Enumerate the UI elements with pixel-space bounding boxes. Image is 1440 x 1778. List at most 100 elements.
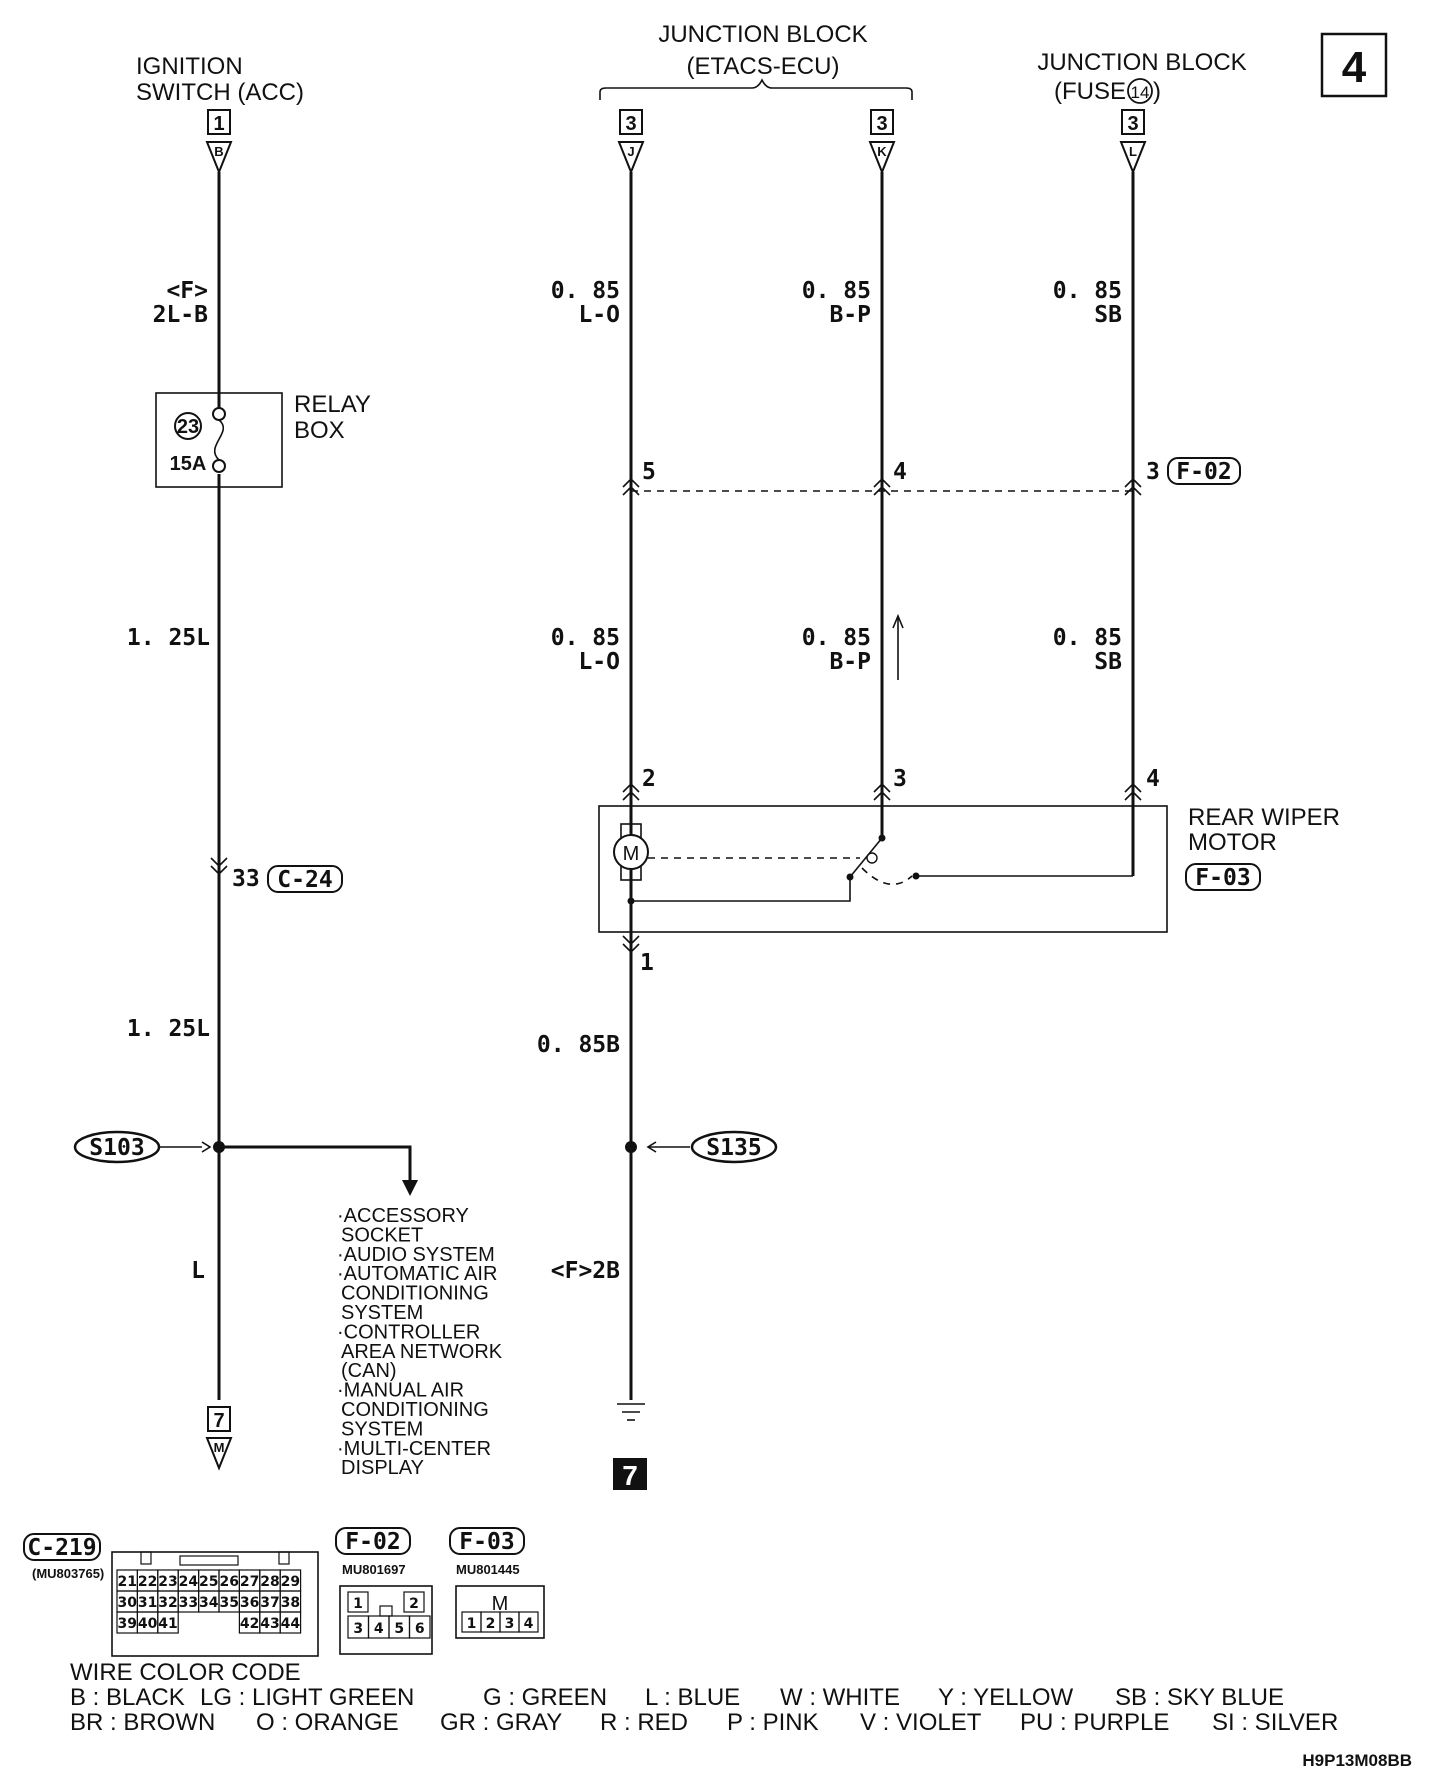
f03-pin: 4 <box>524 1616 534 1632</box>
c219-pin: 38 <box>281 1595 300 1611</box>
f02-label: F-02 <box>1176 459 1231 485</box>
s135-badge <box>690 1130 778 1164</box>
color-code-entry: O : ORANGE <box>256 1709 399 1736</box>
fuse-number: 23 <box>177 416 199 438</box>
accessory-list-item: SYSTEM <box>341 1302 423 1324</box>
c219-pin: 25 <box>199 1574 218 1590</box>
f02-cell <box>408 1615 431 1639</box>
c219-pin: 35 <box>219 1595 238 1611</box>
accessory-list-item: ·MULTI-CENTER <box>337 1438 491 1460</box>
color-code-entry: G : GREEN <box>483 1684 607 1711</box>
c24-badge <box>267 865 343 893</box>
c219-part: (MU803765) <box>32 1566 104 1581</box>
s135-node <box>625 1141 637 1153</box>
c219-pin: 41 <box>158 1616 177 1632</box>
k-color-a: B-P <box>829 302 871 328</box>
f03-pin: 1 <box>467 1616 477 1632</box>
ignition-end-connector-box <box>207 1406 231 1432</box>
s135-label: S135 <box>706 1135 761 1161</box>
f03-part: MU801445 <box>456 1562 520 1577</box>
ground-number: 7 <box>622 1460 638 1491</box>
c219-pin: 28 <box>260 1574 279 1590</box>
l-color-a: SB <box>1094 302 1122 328</box>
f02-pin: 5 <box>394 1621 404 1637</box>
accessory-list-item: SOCKET <box>341 1224 423 1246</box>
ignition-title-2: SWITCH (ACC) <box>136 79 304 106</box>
j-pin-mid: 5 <box>642 459 656 485</box>
f02-badge <box>1167 457 1241 485</box>
fuse-jb-title-2b: ) <box>1153 78 1161 105</box>
c219-pin: 40 <box>138 1616 158 1632</box>
junction-block-fuse-column: JUNCTION BLOCK (FUSE 14 ) 3 L 0. 85 SB 3… <box>1037 49 1247 876</box>
ignition-end-triangle <box>205 1437 233 1471</box>
k-gauge-a: 0. 85 <box>802 278 871 304</box>
junction-block-etacs-column-j: 3 J 0. 85 L-O 5 0. 85 L-O 2 <box>551 109 656 1400</box>
ground-wire: <F>2B <box>551 1258 620 1284</box>
color-code-entry: SB : SKY BLUE <box>1115 1684 1284 1711</box>
accessory-list-item: AREA NETWORK <box>341 1341 503 1363</box>
accessory-list-item: ·ACCESSORY <box>337 1205 469 1227</box>
accessory-list-item: CONDITIONING <box>341 1283 489 1305</box>
c219-pin: 22 <box>138 1574 157 1590</box>
fuse-jb-fuse-num: 14 <box>1131 83 1150 102</box>
fuse-jb-title-1: JUNCTION BLOCK <box>1037 49 1246 76</box>
ignition-wire-2: 1. 25L <box>127 625 210 651</box>
ignition-title-1: IGNITION <box>136 53 243 80</box>
sheet-number: 4 <box>1342 43 1367 92</box>
motor-symbol-letter: M <box>623 843 640 865</box>
c24-pin: 33 <box>232 866 260 892</box>
c219-id: C-219 <box>27 1535 96 1561</box>
f02-pin: 3 <box>353 1621 363 1637</box>
f02-cell <box>403 1591 425 1613</box>
f02-cell <box>347 1591 369 1613</box>
color-code-entry: SI : SILVER <box>1212 1709 1338 1736</box>
f03-cell <box>518 1611 539 1633</box>
color-code-entry: BR : BROWN <box>70 1709 215 1736</box>
f03-symbol: M <box>492 1593 509 1615</box>
c219-cell <box>279 1611 302 1634</box>
branch-arrow <box>402 1180 418 1196</box>
s103-badge <box>73 1130 161 1164</box>
f03-pin: 2 <box>486 1616 496 1632</box>
motor-box <box>598 805 1168 933</box>
c219-pin: 36 <box>240 1595 259 1611</box>
motor-wire-out: 0. 85B <box>537 1032 620 1058</box>
f02-pin: 2 <box>409 1596 419 1612</box>
accessory-list-item: SYSTEM <box>341 1418 423 1440</box>
l-gauge-a: 0. 85 <box>1053 278 1122 304</box>
motor-label-2: MOTOR <box>1188 829 1277 856</box>
j-color-a: L-O <box>578 302 620 328</box>
fuse-symbol <box>213 419 225 461</box>
f03-badge <box>1185 863 1261 891</box>
l-pin-motor: 4 <box>1146 766 1160 792</box>
ignition-wire-1a: <F> <box>166 278 208 304</box>
ground-number-box <box>613 1458 647 1490</box>
relay-box-label-2: BOX <box>294 417 345 444</box>
f03-label: F-03 <box>1195 865 1250 891</box>
f02-part: MU801697 <box>342 1562 406 1577</box>
c219-pin: 27 <box>240 1574 259 1590</box>
f02-pin: 1 <box>353 1596 363 1612</box>
c219-pin: 32 <box>158 1595 177 1611</box>
k-terminal: K <box>877 144 887 159</box>
k-gauge-b: 0. 85 <box>802 625 871 651</box>
etacs-title-2: (ETACS-ECU) <box>687 53 840 80</box>
ignition-wire-3: 1. 25L <box>127 1016 210 1042</box>
c219-pin: 37 <box>260 1595 279 1611</box>
j-pin-motor: 2 <box>642 766 656 792</box>
l-gauge-b: 0. 85 <box>1053 625 1122 651</box>
color-code-entry: LG : LIGHT GREEN <box>200 1684 414 1711</box>
etacs-title-1: JUNCTION BLOCK <box>658 21 867 48</box>
ignition-column: IGNITION SWITCH (ACC) 1 B <F> 2L-B 23 15… <box>73 53 418 1471</box>
j-connector-num: 3 <box>625 113 636 135</box>
c219-pin: 43 <box>260 1616 279 1632</box>
s103-label: S103 <box>89 1135 144 1161</box>
ignition-connector-num: 1 <box>213 113 224 135</box>
f02-pin: 4 <box>374 1621 384 1637</box>
ignition-end-terminal: M <box>214 1440 225 1455</box>
fuse-jb-title-2a: (FUSE <box>1054 78 1126 105</box>
